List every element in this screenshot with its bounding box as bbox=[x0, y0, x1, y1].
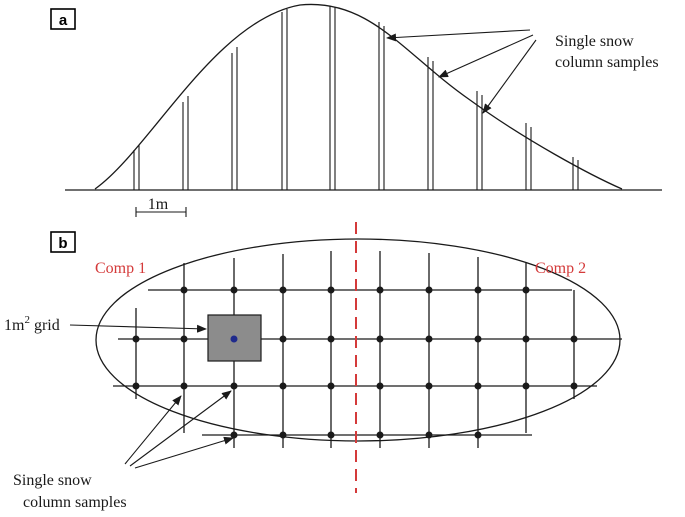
sample-point bbox=[230, 382, 238, 390]
sample-point bbox=[376, 382, 384, 390]
panel-b: b bbox=[4, 222, 622, 511]
sample-point bbox=[376, 431, 384, 439]
sample-point bbox=[474, 431, 482, 439]
sample-point bbox=[180, 286, 188, 294]
arrow bbox=[134, 436, 234, 469]
sample-point bbox=[327, 286, 335, 294]
grid-label: 1m2 grid bbox=[4, 314, 60, 334]
panel-b-annotation-line2: column samples bbox=[23, 494, 127, 511]
arrow bbox=[386, 29, 531, 42]
panel-b-label-box bbox=[50, 231, 76, 253]
sampling-grid bbox=[113, 251, 622, 448]
panel-a-label: a bbox=[59, 12, 68, 29]
arrow bbox=[438, 34, 534, 78]
sample-point bbox=[180, 382, 188, 390]
sample-point bbox=[376, 335, 384, 343]
sample-point bbox=[425, 431, 433, 439]
sample-point bbox=[474, 286, 482, 294]
panel-b-label: b bbox=[58, 235, 67, 252]
sample-point bbox=[425, 382, 433, 390]
sample-point bbox=[522, 286, 530, 294]
sampling-area-ellipse bbox=[95, 238, 621, 442]
scale-label: 1m bbox=[148, 196, 169, 213]
sample-point bbox=[474, 382, 482, 390]
panel-b-annotation-line1: Single snow bbox=[13, 472, 92, 489]
comp-1-label: Comp 1 bbox=[95, 260, 146, 277]
sample-point bbox=[474, 335, 482, 343]
sample-point bbox=[327, 335, 335, 343]
sample-point bbox=[132, 382, 140, 390]
sample-point bbox=[279, 431, 287, 439]
panel-a-annotation-line2: column samples bbox=[555, 54, 659, 71]
panel-a: a bbox=[50, 3, 662, 217]
arrow bbox=[129, 390, 232, 467]
sample-point bbox=[327, 382, 335, 390]
sample-point bbox=[522, 335, 530, 343]
panel-a-arrows bbox=[386, 29, 537, 114]
sample-point bbox=[327, 431, 335, 439]
sample-point bbox=[279, 335, 287, 343]
sample-points bbox=[132, 286, 578, 439]
comp-2-label: Comp 2 bbox=[535, 260, 586, 277]
arrow bbox=[124, 395, 182, 465]
sample-point bbox=[425, 335, 433, 343]
sample-point bbox=[570, 382, 578, 390]
snow-profile-curve bbox=[94, 3, 623, 190]
snow-column-samples bbox=[133, 6, 579, 190]
arrow bbox=[482, 39, 537, 114]
sample-point bbox=[425, 286, 433, 294]
sample-point bbox=[522, 382, 530, 390]
grid-cell-center-point bbox=[230, 335, 238, 343]
panel-a-label-box bbox=[50, 8, 76, 30]
sample-point bbox=[570, 335, 578, 343]
panel-b-arrows bbox=[124, 390, 234, 469]
sample-point bbox=[230, 431, 238, 439]
sample-point bbox=[279, 286, 287, 294]
panel-a-annotation-line1: Single snow bbox=[555, 33, 634, 50]
sample-point bbox=[230, 286, 238, 294]
sample-point bbox=[180, 335, 188, 343]
sample-point bbox=[279, 382, 287, 390]
scale-bar bbox=[135, 207, 187, 217]
sample-point bbox=[132, 335, 140, 343]
sample-point bbox=[376, 286, 384, 294]
grid-label-arrow bbox=[69, 324, 207, 333]
